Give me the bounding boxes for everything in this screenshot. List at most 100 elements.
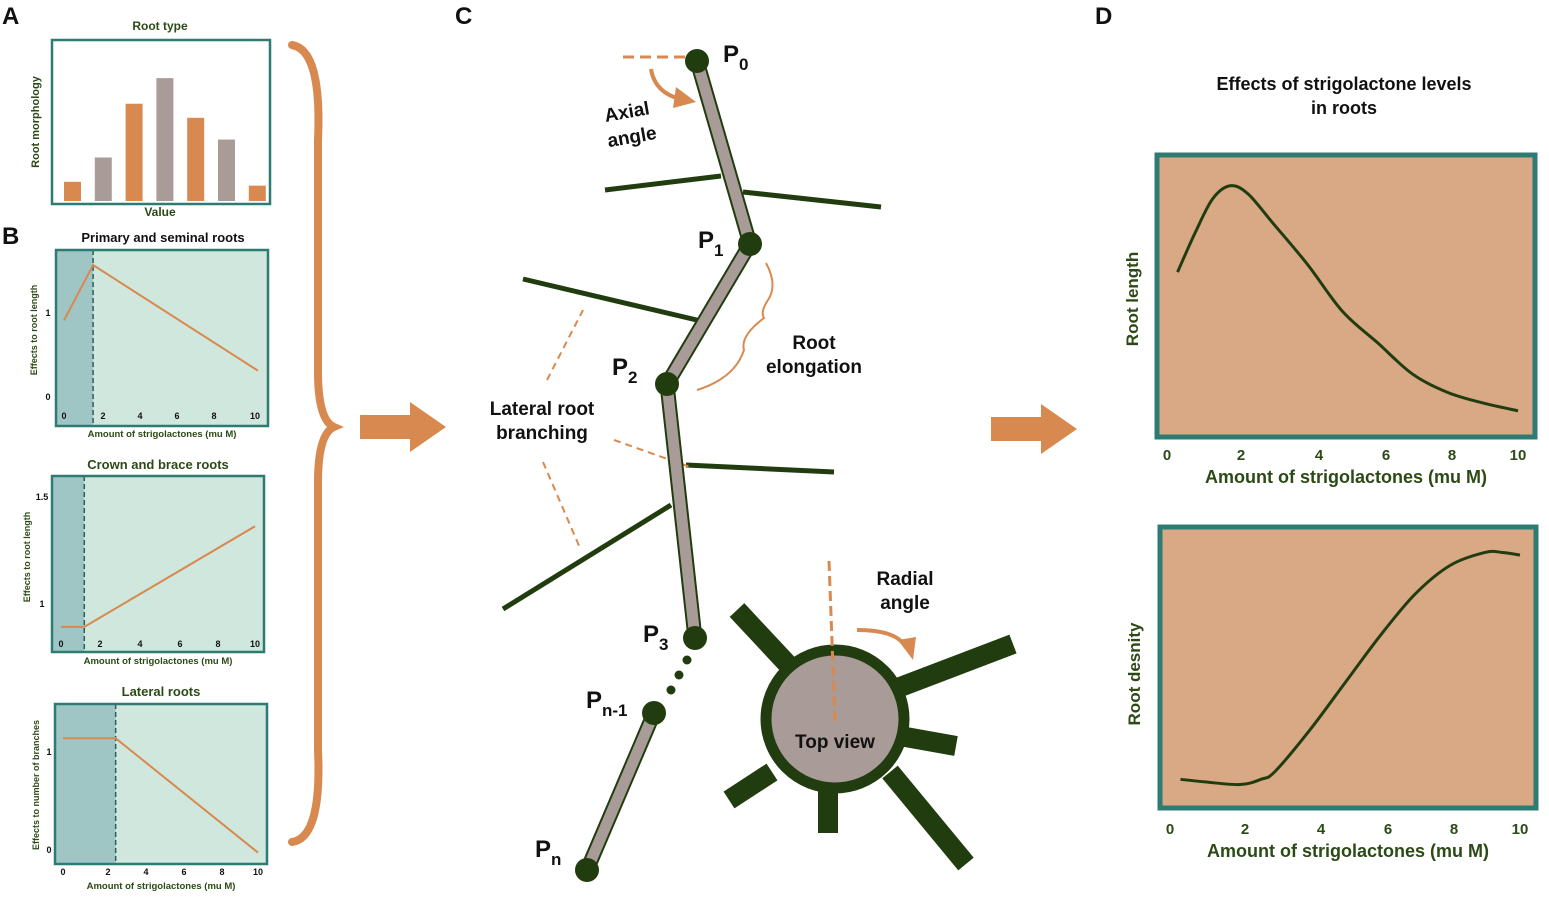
d2-xtick: 4 <box>1317 821 1326 838</box>
elongation-bracket <box>696 262 774 391</box>
b3-plot-frame <box>53 702 269 866</box>
continuation-dot <box>682 655 692 665</box>
b2-xtick: 2 <box>97 639 102 649</box>
b1-ytick-1: 1 <box>45 308 50 318</box>
d2-xtick: 0 <box>1166 821 1174 838</box>
d1-xtick: 2 <box>1237 447 1245 464</box>
panel-a-title: Root type <box>132 19 188 33</box>
b2-ytick-1: 1 <box>39 599 44 609</box>
radial-branch <box>882 765 974 871</box>
node-p0 <box>685 49 709 73</box>
b3-ytick-0: 0 <box>46 845 51 855</box>
radial-branch <box>898 726 958 756</box>
d1-ylabel: Root length <box>1123 252 1142 346</box>
d2-ylabel: Root desnity <box>1125 622 1144 725</box>
d1-xtick: 10 <box>1510 447 1527 464</box>
b1-threshold-region <box>56 250 94 426</box>
label-p3: P3 <box>643 621 668 654</box>
b2-threshold-region <box>52 476 85 652</box>
panel-a-ylabel: Root morphology <box>30 75 42 168</box>
b3-xtick: 6 <box>181 867 186 877</box>
lateral-branching-label-2: branching <box>496 423 588 444</box>
root-elongation-label-2: elongation <box>766 357 862 378</box>
arrowhead-icon <box>898 637 916 660</box>
b2-xtick: 10 <box>250 639 260 649</box>
panel-letter-b: B <box>2 223 19 250</box>
panel-a-chart: Root type Root morphology Value <box>30 19 272 219</box>
b3-ylabel: Effects to number of branches <box>31 720 41 850</box>
panel-letter-d: D <box>1095 3 1112 30</box>
d2-plot-frame <box>1157 524 1539 811</box>
lateral-branch <box>604 173 722 193</box>
d1-chart: Root length 0 2 4 6 8 10 Amount of strig… <box>1123 152 1538 487</box>
lateral-branch <box>685 462 835 475</box>
lateral-branches <box>501 173 882 612</box>
node-pn <box>575 858 599 882</box>
angle-guides <box>542 55 695 549</box>
root-segment <box>661 238 756 390</box>
d1-curve <box>1176 184 1519 413</box>
arrow-right-icon <box>991 404 1077 454</box>
b3-xtick: 0 <box>60 867 65 877</box>
lateral-branch <box>522 276 702 324</box>
d2-xlabel: Amount of strigolactones (mu M) <box>1207 841 1489 861</box>
b3-response-line <box>63 737 259 854</box>
radial-angle-label-1: Radial <box>876 569 933 590</box>
node-p3 <box>683 626 707 650</box>
root-segment <box>661 378 701 644</box>
b1-response-line <box>63 263 259 372</box>
b2-xlabel: Amount of strigolactones (mu M) <box>84 656 233 667</box>
arrow-right-icon <box>360 402 446 452</box>
label-pn: Pn <box>535 836 561 869</box>
node-p2 <box>655 372 679 396</box>
branching-guide <box>546 309 584 381</box>
b3-xtick: 4 <box>143 867 148 877</box>
b3-xtick: 2 <box>105 867 110 877</box>
label-p0: P0 <box>723 41 748 74</box>
b2-plot-bg <box>52 476 264 652</box>
panel-d-title-1: Effects of strigolactone levels <box>1216 74 1471 94</box>
d2-chart: Root desnity 0 2 4 6 8 10 Amount of stri… <box>1125 524 1539 861</box>
root-segment <box>581 707 660 876</box>
d2-xtick: 2 <box>1241 821 1249 838</box>
b2-plot-frame <box>50 474 266 654</box>
d2-xtick: 6 <box>1384 821 1392 838</box>
root-elongation-label-1: Root <box>792 333 836 354</box>
b1-xtick: 2 <box>100 411 105 421</box>
b1-ytick-0: 0 <box>45 392 50 402</box>
b2-xtick: 8 <box>215 639 220 649</box>
b1-plot-frame <box>54 248 270 428</box>
brace-shape <box>288 41 344 846</box>
branching-guide <box>613 439 691 468</box>
b3-title: Lateral roots <box>122 684 201 699</box>
d1-plot-frame <box>1154 152 1538 440</box>
main-root <box>579 53 758 878</box>
d1-xtick: 6 <box>1382 447 1390 464</box>
d1-xticks: 0 2 4 6 8 10 <box>1163 447 1527 464</box>
axial-angle-label-1: Axial <box>603 98 651 127</box>
panel-b-chart-crown: Crown and brace roots Effects to root le… <box>22 457 266 667</box>
b3-xlabel: Amount of strigolactones (mu M) <box>87 881 236 892</box>
radial-branches <box>723 603 1017 871</box>
bar <box>125 103 143 201</box>
label-pn-1: Pn-1 <box>586 687 628 720</box>
root-segment <box>691 55 756 250</box>
lateral-branch <box>501 502 673 612</box>
b3-threshold-region <box>55 704 116 864</box>
radial-angle-arrow <box>856 628 908 649</box>
node-p1 <box>738 232 762 256</box>
panel-c-root-diagram: P0 P1 P2 P3 Pn-1 Pn Axial angle Root elo… <box>490 41 1017 882</box>
d2-xticks: 0 2 4 6 8 10 <box>1166 821 1529 838</box>
d1-xlabel: Amount of strigolactones (mu M) <box>1205 467 1487 487</box>
bar <box>64 181 81 201</box>
panel-d-title-2: in roots <box>1311 98 1377 118</box>
d2-curve <box>1180 549 1521 787</box>
d1-xtick: 4 <box>1315 447 1324 464</box>
bar <box>156 78 174 201</box>
continuation-dot <box>666 685 676 695</box>
b3-xticks: 0 2 4 6 8 10 <box>60 867 263 877</box>
d2-xtick: 10 <box>1512 821 1529 838</box>
bar <box>187 117 205 201</box>
axial-angle-label-2: angle <box>606 123 659 152</box>
